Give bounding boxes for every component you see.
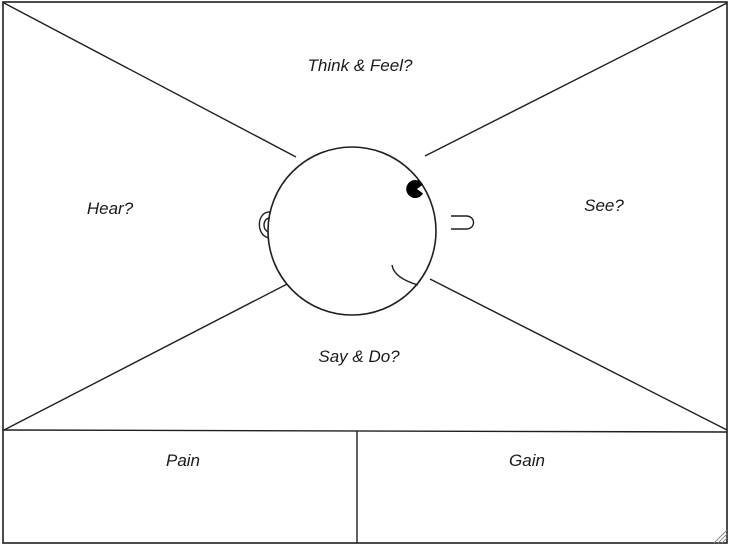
divider-bottom-left (3, 280, 294, 431)
label-say-do: Say & Do? (318, 347, 400, 366)
label-pain: Pain (166, 451, 200, 470)
label-gain: Gain (509, 451, 545, 470)
divider-horizontal (2, 429, 728, 433)
divider-bottom-right (429, 278, 728, 431)
label-see: See? (584, 196, 624, 215)
divider-top-right (424, 2, 728, 157)
label-hear: Hear? (87, 199, 134, 218)
mouth-icon (391, 264, 419, 286)
head-icon (258, 146, 475, 316)
label-think-feel: Think & Feel? (308, 56, 413, 75)
head-circle (267, 146, 437, 316)
resize-grip-icon[interactable] (713, 529, 728, 544)
nose-icon (451, 215, 475, 230)
divider-top-left (3, 2, 297, 158)
eye-icon (406, 180, 423, 199)
